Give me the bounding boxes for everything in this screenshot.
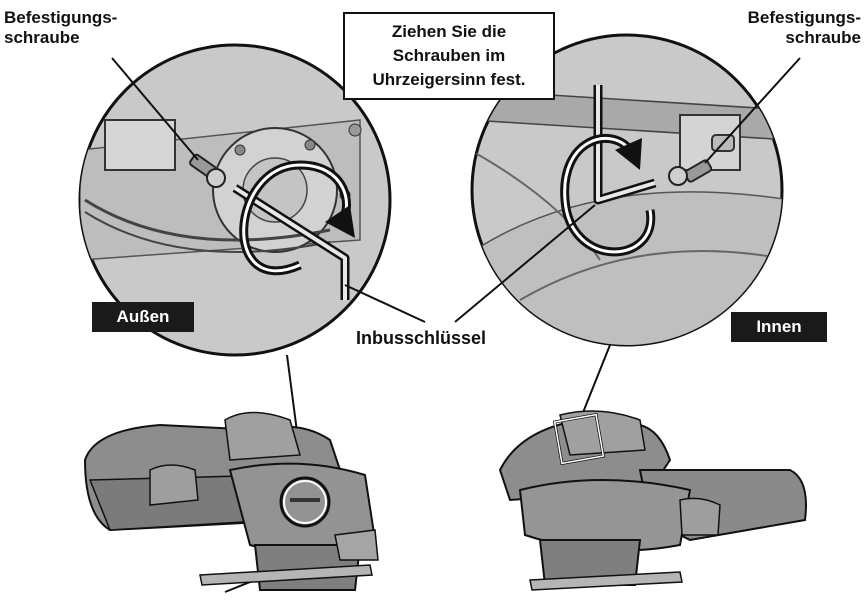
instruction-line1: Ziehen Sie die — [391, 22, 507, 41]
screw-left-icon — [189, 153, 226, 188]
screw-right-icon — [668, 159, 713, 186]
instruction-line2: Schrauben im — [392, 46, 506, 65]
instruction-line3: Uhrzeigersinn fest. — [372, 70, 526, 89]
screw-right-label-line2: schraube — [785, 28, 861, 47]
chair-right — [498, 410, 807, 591]
hex-key-label: Inbusschlüssel — [356, 328, 487, 348]
detail-circle-inside — [470, 33, 784, 347]
detail-circle-outside — [78, 43, 392, 357]
chair-left — [83, 411, 379, 591]
outside-tag: Außen — [92, 302, 194, 332]
screw-left-label-line2: schraube — [4, 28, 80, 47]
screw-left-label: Befestigungs- schraube — [4, 8, 117, 48]
inside-tag: Innen — [731, 312, 827, 342]
screw-right-label: Befestigungs- schraube — [735, 8, 861, 48]
instruction-callout: Ziehen Sie die Schrauben im Uhrzeigersin… — [343, 12, 555, 100]
screw-right-label-line1: Befestigungs- — [747, 8, 861, 27]
screw-left-label-line1: Befestigungs- — [4, 8, 118, 27]
